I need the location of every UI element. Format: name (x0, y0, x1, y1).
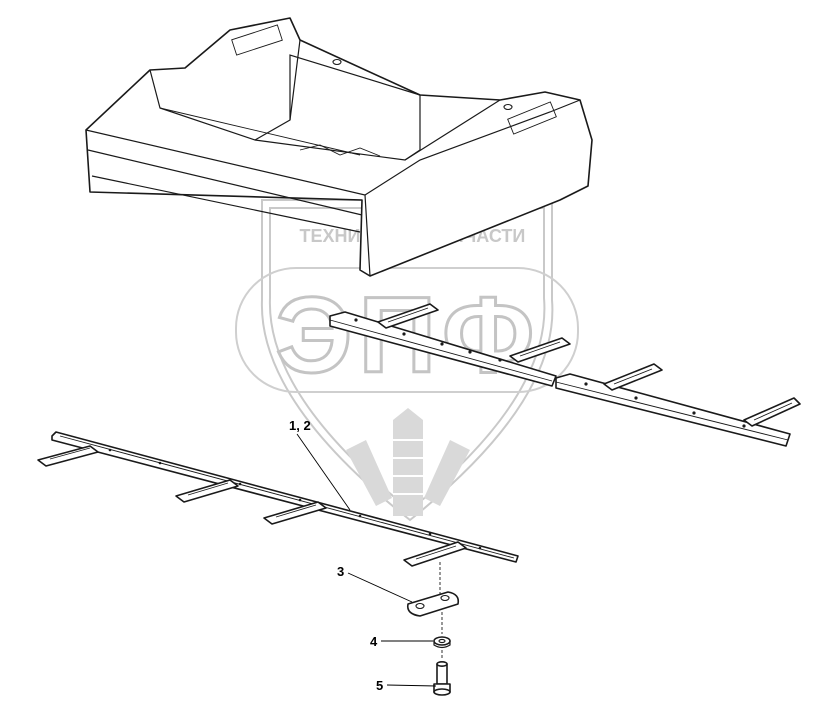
upper-rail-tab (377, 303, 439, 329)
callout-label-5: 5 (376, 678, 383, 693)
watermark-wheat-icon (346, 408, 470, 516)
upper-rail-bar (329, 303, 801, 447)
lower-rail-tab (175, 479, 239, 503)
upper-rail-tab (603, 363, 663, 391)
lower-rail-bar (37, 431, 519, 567)
hopper-box (85, 17, 593, 277)
lower-rail-tab (263, 501, 327, 525)
callout-label-3: 3 (337, 564, 344, 579)
callout-label-4: 4 (370, 634, 378, 649)
callout-label-1-2: 1, 2 (289, 418, 311, 433)
callout-3: 3 (337, 564, 413, 603)
callout-1-2: 1, 2 (289, 418, 351, 511)
upper-rail-tab (509, 337, 571, 363)
bolt (433, 660, 451, 696)
lower-rail-tab (37, 445, 99, 467)
clamp-plate (406, 591, 460, 617)
washer (433, 636, 451, 649)
upper-rail-tab (743, 397, 801, 427)
callout-4: 4 (370, 634, 433, 649)
lower-rail-tab (403, 541, 467, 567)
callout-5: 5 (376, 678, 437, 693)
